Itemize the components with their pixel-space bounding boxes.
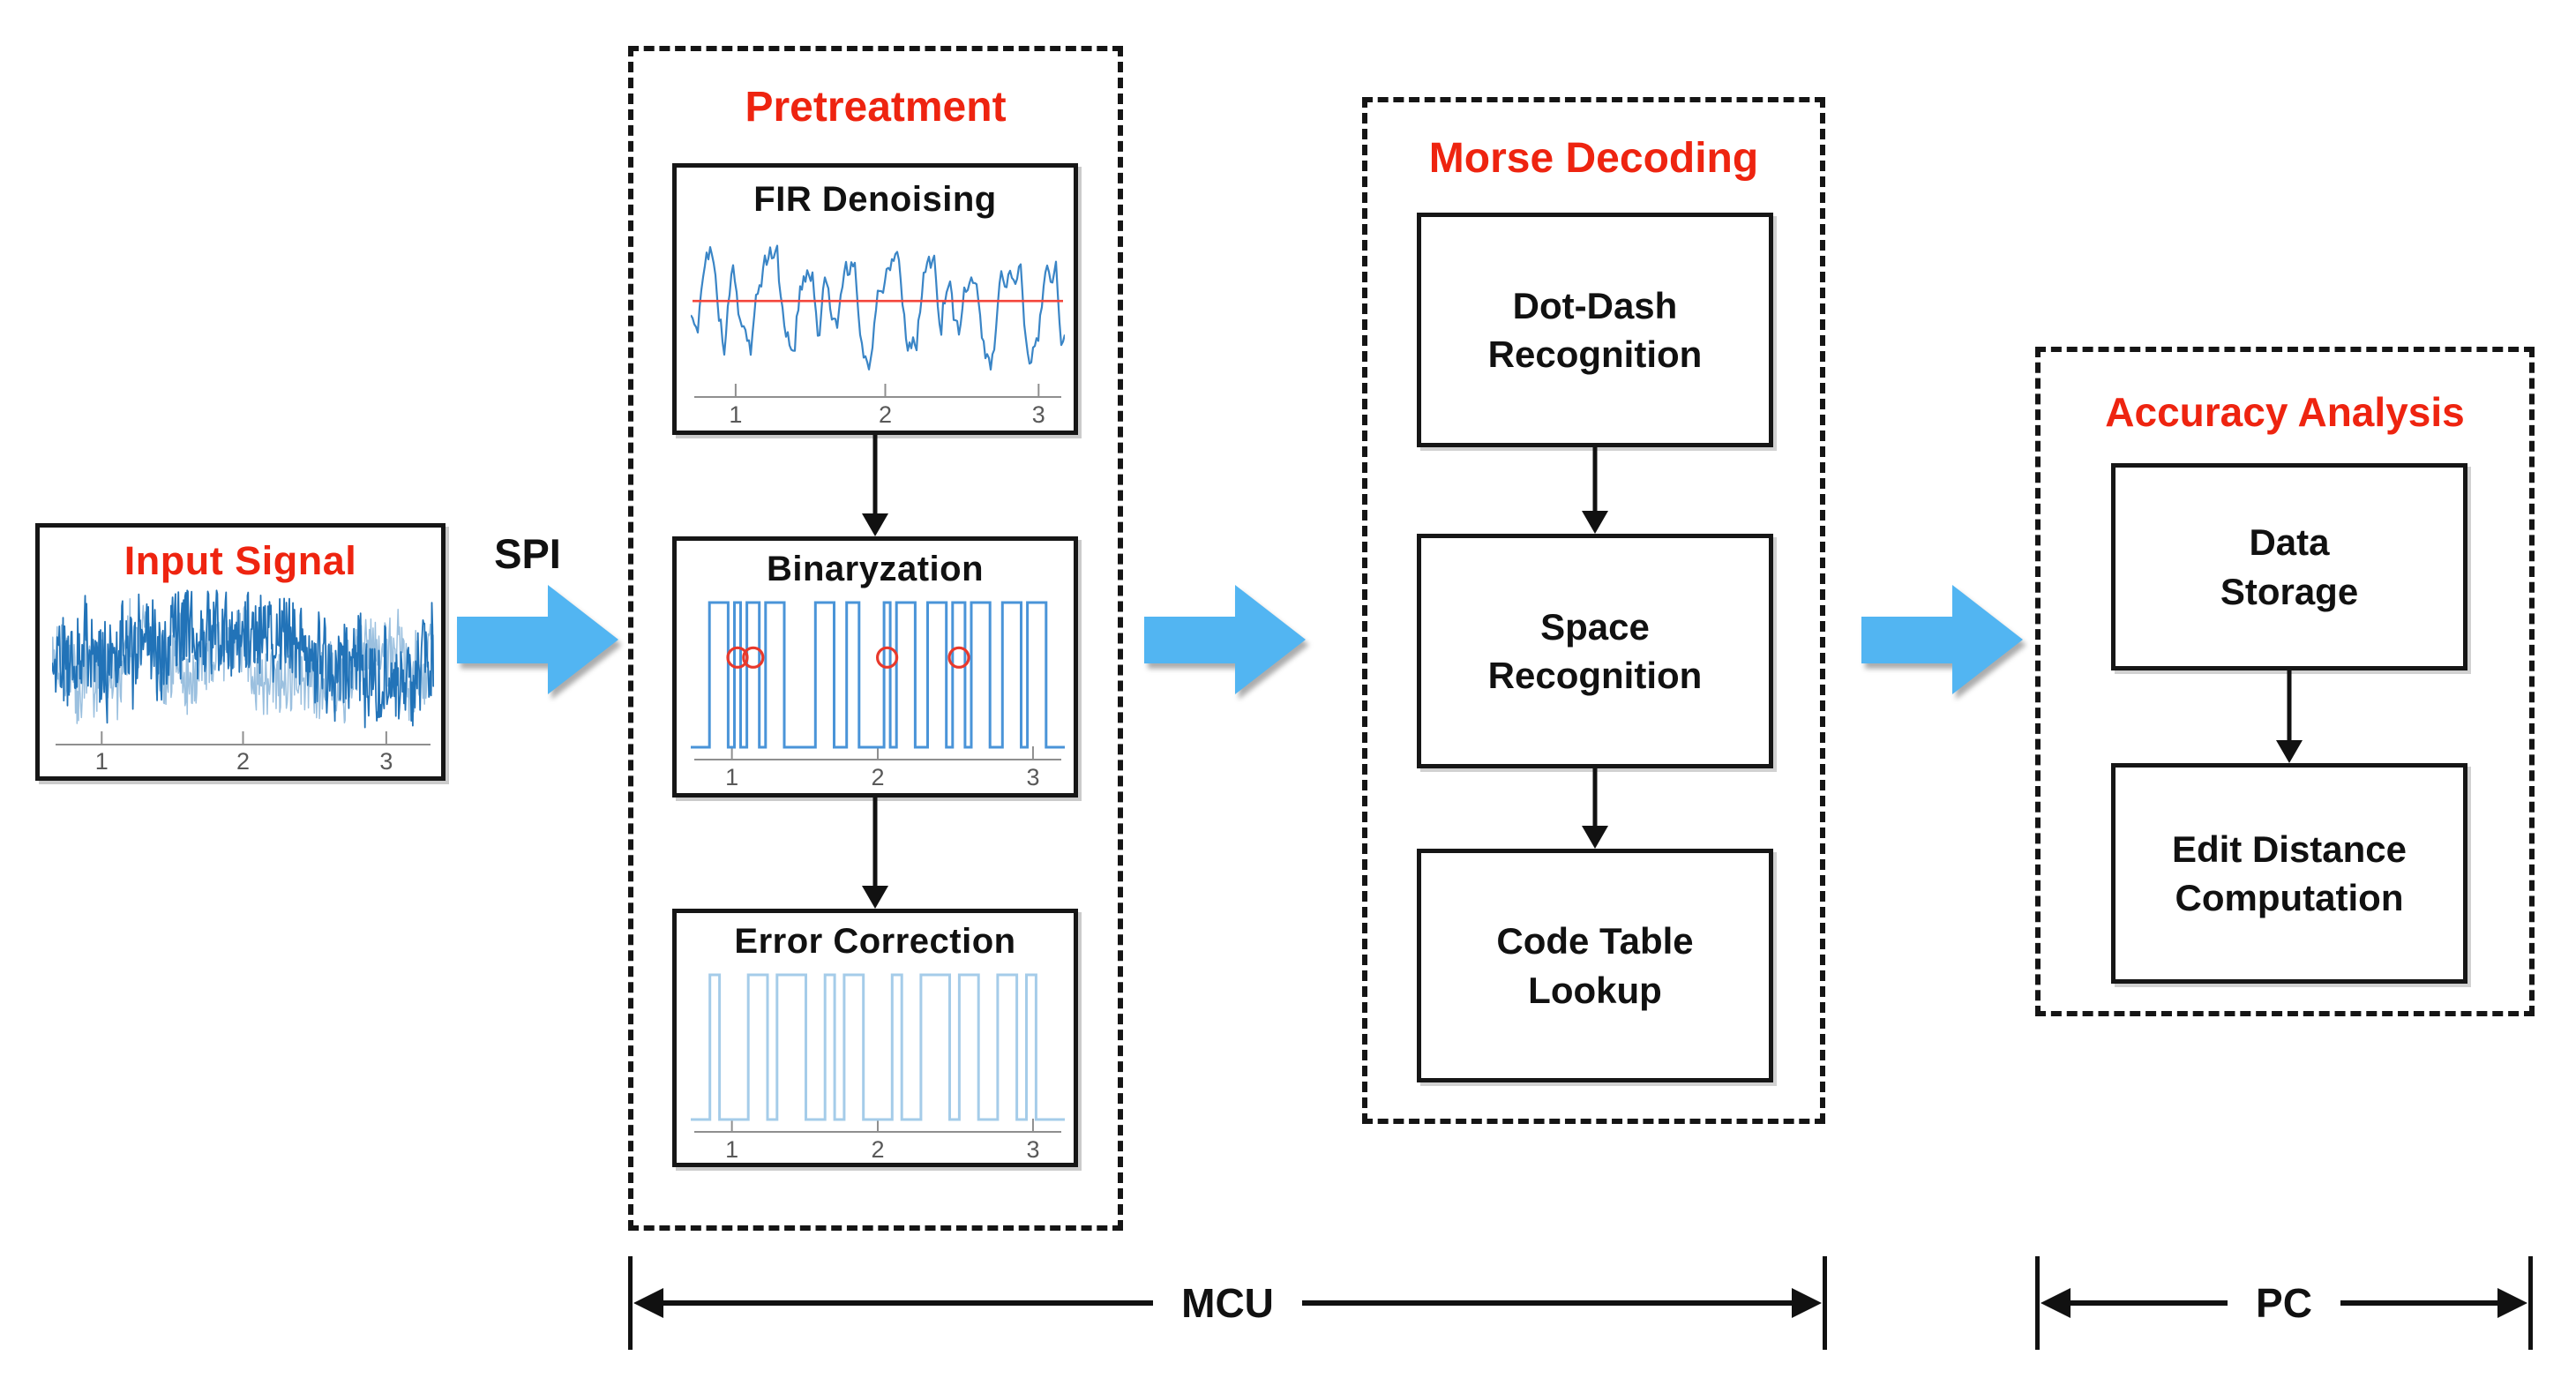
mcu-span-line-right — [1301, 1300, 1795, 1306]
arrow-down-icon-space-to-codetable — [1580, 768, 1610, 849]
fir-denoising-box: FIR Denoising 1 2 3 — [672, 163, 1078, 435]
arrow-stem — [872, 798, 878, 889]
svg-text:3: 3 — [1026, 1136, 1039, 1163]
arrow-right-icon-pretreatment-to-morse — [1144, 585, 1306, 694]
svg-text:1: 1 — [725, 764, 738, 790]
svg-text:2: 2 — [879, 401, 892, 428]
space-recognition-label-line1: Space — [1540, 605, 1650, 648]
morse-decoding-group — [1362, 97, 1825, 1124]
data-storage-label-line1: Data — [2249, 521, 2330, 564]
arrow-down-icon-datastorage-to-editdistance — [2274, 670, 2304, 763]
pc-span-left-bar — [2035, 1256, 2040, 1350]
mcu-span-line: MCU — [633, 1256, 1823, 1350]
dot-dash-recognition-label-line2: Recognition — [1487, 333, 1703, 375]
pretreatment-title: Pretreatment — [745, 84, 1007, 131]
svg-text:3: 3 — [1026, 764, 1039, 790]
input-signal-box: Input Signal 1 2 3 — [35, 523, 446, 781]
data-storage-label-line2: Storage — [2220, 570, 2359, 612]
arrow-down-icon-dotdash-to-space — [1580, 447, 1610, 534]
bin-waveform-svg: 1 2 3 — [691, 601, 1065, 790]
arrow-shaft — [1861, 617, 1955, 663]
arrow-right-icon — [2497, 1288, 2527, 1318]
input-signal-plot: 1 2 3 — [52, 584, 434, 776]
input-waveform-svg: 1 2 3 — [52, 589, 434, 775]
arrow-tip — [1582, 826, 1608, 849]
input-signal-title: Input Signal — [124, 538, 357, 583]
svg-text:1: 1 — [725, 1136, 738, 1163]
arrow-stem — [1592, 447, 1598, 514]
dot-dash-recognition-label-line1: Dot-Dash — [1512, 284, 1678, 326]
binaryzation-title: Binaryzation — [766, 550, 985, 588]
error-correction-title: Error Correction — [734, 922, 1016, 961]
svg-text:2: 2 — [871, 1136, 884, 1163]
mcu-span-line-left — [661, 1300, 1154, 1306]
arrow-head — [548, 585, 618, 694]
fir-waveform-svg: 1 2 3 — [691, 244, 1065, 428]
code-table-lookup-label-line1: Code Table — [1496, 920, 1694, 962]
svg-text:3: 3 — [1032, 401, 1045, 428]
arrow-tip — [862, 513, 888, 536]
fir-denoising-plot: 1 2 3 — [691, 229, 1065, 431]
arrow-shaft — [1144, 617, 1238, 663]
mcu-span: MCU — [628, 1256, 1827, 1350]
arrow-right-icon — [1792, 1288, 1823, 1318]
arrow-shaft — [457, 617, 550, 663]
binaryzation-box: Binaryzation 1 2 3 — [672, 536, 1078, 798]
pc-span-line-left — [2068, 1300, 2228, 1306]
arrow-head — [1952, 585, 2023, 694]
data-storage-box: Data Storage — [2111, 463, 2467, 670]
svg-text:1: 1 — [729, 401, 742, 428]
space-recognition-box: Space Recognition — [1417, 534, 1773, 768]
arrow-stem — [1592, 768, 1598, 829]
edit-distance-label-line2: Computation — [2175, 877, 2404, 918]
pc-label: PC — [2256, 1280, 2312, 1326]
space-recognition-label-line2: Recognition — [1487, 655, 1703, 696]
arrow-tip — [2276, 740, 2303, 763]
fir-denoising-title: FIR Denoising — [753, 180, 997, 219]
arrow-tip — [1582, 511, 1608, 534]
mcu-span-right-bar — [1823, 1256, 1827, 1350]
arrow-stem — [872, 435, 878, 517]
arrow-down-icon-fir-to-binaryzation — [860, 435, 890, 536]
morse-decoding-title: Morse Decoding — [1428, 135, 1759, 182]
dot-dash-recognition-box: Dot-Dash Recognition — [1417, 213, 1773, 447]
edit-distance-label-line1: Edit Distance — [2171, 828, 2408, 870]
arrow-down-icon-binaryzation-to-error — [860, 798, 890, 909]
code-table-lookup-label-line2: Lookup — [1528, 969, 1662, 1011]
arrow-left-icon — [633, 1288, 663, 1318]
err-waveform-svg: 1 2 3 — [691, 973, 1065, 1163]
arrow-right-icon-input-to-pretreatment — [457, 585, 618, 694]
svg-text:1: 1 — [95, 748, 109, 775]
pc-span: PC — [2035, 1256, 2533, 1350]
svg-text:2: 2 — [236, 748, 250, 775]
arrow-tip — [862, 886, 888, 909]
code-table-lookup-box: Code Table Lookup — [1417, 849, 1773, 1082]
accuracy-analysis-group — [2035, 347, 2535, 1016]
error-correction-plot: 1 2 3 — [691, 968, 1065, 1165]
binaryzation-plot: 1 2 3 — [691, 595, 1065, 793]
arrow-right-icon-morse-to-accuracy — [1861, 585, 2023, 694]
svg-text:3: 3 — [379, 748, 393, 775]
arrow-head — [1235, 585, 1306, 694]
pc-span-line: PC — [2041, 1256, 2527, 1350]
error-correction-box: Error Correction 1 2 3 — [672, 909, 1078, 1167]
svg-text:2: 2 — [871, 764, 884, 790]
mcu-label: MCU — [1181, 1280, 1274, 1326]
arrow-left-icon — [2041, 1288, 2071, 1318]
mcu-span-left-bar — [628, 1256, 633, 1350]
spi-label: SPI — [494, 530, 561, 577]
arrow-stem — [2287, 670, 2292, 744]
pretreatment-group — [628, 46, 1123, 1231]
accuracy-analysis-title: Accuracy Analysis — [2105, 389, 2465, 435]
edit-distance-computation-box: Edit Distance Computation — [2111, 763, 2467, 984]
pc-span-line-right — [2340, 1300, 2500, 1306]
pc-span-right-bar — [2528, 1256, 2533, 1350]
